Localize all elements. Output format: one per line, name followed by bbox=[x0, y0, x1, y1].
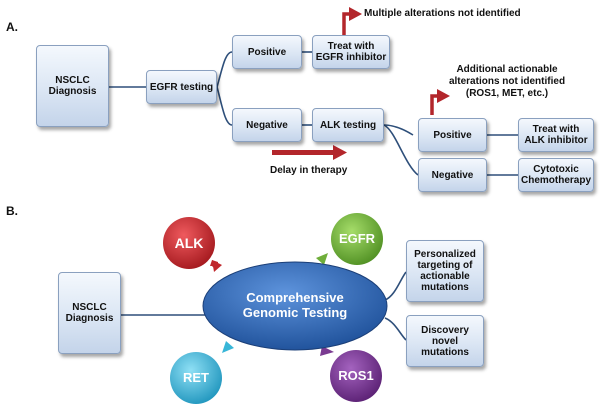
egfr-testing-box: EGFR testing bbox=[146, 70, 217, 104]
personalized-line1: Personalized bbox=[414, 249, 476, 260]
personalized-line4: mutations bbox=[421, 282, 469, 293]
treat-alk-line2: ALK inhibitor bbox=[524, 135, 588, 146]
egfr-ball-label: EGFR bbox=[338, 231, 376, 246]
delay-label: Delay in therapy bbox=[270, 165, 348, 176]
additional-line2: alterations not identified bbox=[448, 76, 566, 87]
multiple-alterations-label: Multiple alterations not identified bbox=[364, 8, 521, 19]
connector-egfr-negative bbox=[216, 86, 233, 126]
positive-2-label: Positive bbox=[433, 129, 472, 141]
treat-egfr-line1: Treat with bbox=[327, 41, 375, 52]
discovery-line1: Discovery bbox=[421, 324, 469, 336]
cytotoxic-line1: Cytotoxic bbox=[533, 164, 579, 175]
arrow-to-egfr bbox=[316, 253, 328, 265]
center-ellipse bbox=[202, 261, 388, 351]
treat-alk-line1: Treat with bbox=[532, 124, 580, 135]
egfr-ball bbox=[331, 213, 383, 265]
connector-alk-branch bbox=[383, 124, 414, 136]
discovery-line3: mutations bbox=[421, 346, 469, 358]
arrow-multiple-head bbox=[349, 7, 362, 21]
egfr-testing-label: EGFR testing bbox=[149, 81, 214, 93]
ret-ball bbox=[170, 352, 222, 404]
arrow-to-alk-b bbox=[212, 260, 222, 272]
alk-ball bbox=[163, 217, 215, 269]
nsclc-line1: NSCLC bbox=[55, 75, 90, 86]
additional-line3: (ROS1, MET, etc.) bbox=[465, 88, 549, 99]
positive-1-label: Positive bbox=[247, 46, 287, 58]
positive-box-2: Positive bbox=[418, 118, 487, 152]
negative-box-2: Negative bbox=[418, 158, 487, 192]
nsclc-line2: Diagnosis bbox=[48, 86, 97, 97]
positive-box-1: Positive bbox=[232, 35, 302, 69]
negative-1-label: Negative bbox=[246, 119, 288, 131]
nsclc-b-line2: Diagnosis bbox=[65, 313, 114, 324]
ret-ball-label: RET bbox=[183, 370, 209, 385]
alk-testing-label: ALK testing bbox=[319, 119, 377, 131]
delay-arrow-shaft bbox=[272, 150, 334, 155]
center-line2: Genomic Testing bbox=[242, 305, 348, 320]
arrow-to-ret bbox=[222, 341, 234, 353]
connector-b-center-discovery bbox=[384, 317, 407, 341]
arrow-additional-head bbox=[437, 89, 450, 103]
panel-b-label: B. bbox=[6, 204, 18, 218]
alk-testing-box: ALK testing bbox=[312, 108, 384, 142]
additional-line1: Additional actionable bbox=[456, 64, 558, 75]
discovery-box: Discovery novel mutations bbox=[406, 315, 484, 367]
panel-a-label: A. bbox=[6, 20, 18, 34]
negative-2-label: Negative bbox=[431, 169, 474, 181]
center-label: Comprehensive Genomic Testing bbox=[203, 290, 387, 320]
arrow-additional bbox=[430, 94, 438, 115]
ros1-ball bbox=[330, 350, 382, 402]
ros1-ball-label: ROS1 bbox=[338, 368, 374, 383]
personalized-line3: actionable bbox=[420, 271, 470, 282]
arrow-multiple-alterations bbox=[342, 12, 350, 36]
personalized-box: Personalized targeting of actionable mut… bbox=[406, 240, 484, 302]
additional-alterations-label: Additional actionable alterations not id… bbox=[440, 64, 574, 100]
delay-arrow-head bbox=[333, 145, 347, 160]
arrow-to-ros1 bbox=[320, 346, 334, 356]
personalized-line2: targeting of bbox=[417, 260, 473, 271]
connector-alk-negative bbox=[383, 124, 419, 176]
nsclc-b-line1: NSCLC bbox=[72, 302, 107, 313]
alk-ball-label: ALK bbox=[174, 235, 204, 251]
connector-egfr-positive bbox=[216, 51, 233, 88]
cytotoxic-line2: Chemotherapy bbox=[520, 175, 591, 186]
connector-b-center-personalized bbox=[384, 271, 407, 301]
treat-egfr-line2: EGFR inhibitor bbox=[315, 52, 387, 63]
discovery-line2: novel bbox=[431, 335, 459, 347]
negative-box-1: Negative bbox=[232, 108, 302, 142]
center-line1: Comprehensive bbox=[246, 290, 344, 305]
